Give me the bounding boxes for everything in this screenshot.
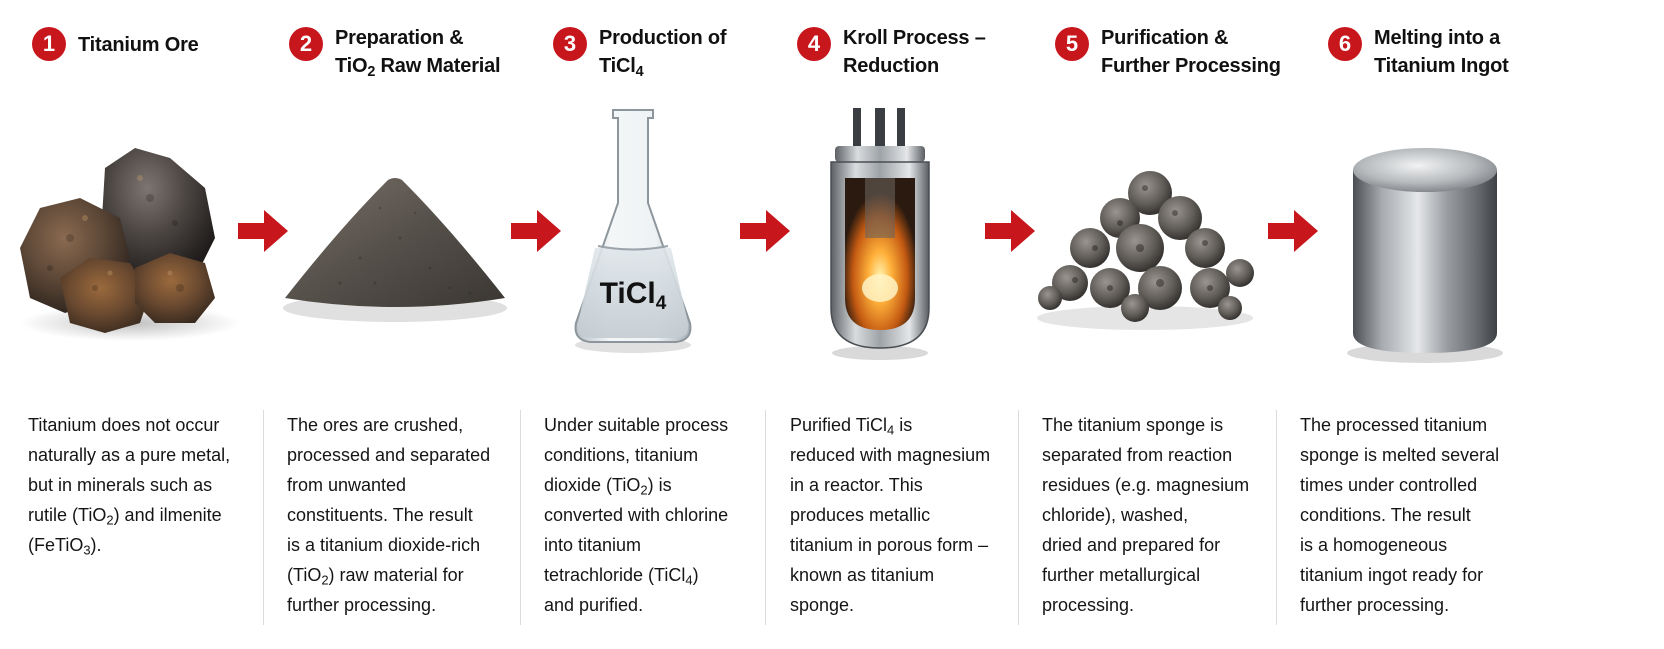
description-line: The titanium sponge is — [1042, 415, 1224, 435]
description-line: further processing. — [287, 595, 437, 615]
description-line: sponge. — [790, 595, 855, 615]
description-line: Titanium does not occur — [28, 415, 220, 435]
flask-label: TiCl4 — [600, 277, 667, 314]
description-line: (FeTiO3). — [28, 535, 102, 558]
step-title-line1: Preparation & — [335, 27, 464, 49]
step-title: Purification & Further Processing — [1101, 24, 1281, 80]
description-line: from unwanted — [287, 475, 407, 495]
step-3-description: Under suitable process conditions, titani… — [544, 410, 728, 620]
step-number-badge: 1 — [32, 27, 66, 61]
description-line: constituents. The result — [287, 505, 473, 525]
description-line: The ores are crushed, — [287, 415, 464, 435]
step-5-description: The titanium sponge is separated from rea… — [1042, 410, 1249, 620]
step-2-description: The ores are crushed, processed and separ… — [287, 410, 490, 620]
step-title-line1: Purification & — [1101, 27, 1229, 49]
description-line: further processing. — [1300, 595, 1450, 615]
step-number-badge: 4 — [797, 27, 831, 61]
description-line: dried and prepared for — [1042, 535, 1221, 555]
step-1-description: Titanium does not occur naturally as a pu… — [28, 410, 230, 560]
step-6-description: The processed titanium sponge is melted s… — [1300, 410, 1499, 620]
description-line: processed and separated — [287, 445, 491, 465]
step-6-header: 6 Melting into a Titanium Ingot — [1328, 24, 1509, 80]
description-line: rutile (TiO2) and ilmenite — [28, 505, 222, 528]
step-title: Kroll Process – Reduction — [843, 24, 986, 80]
step-2-header: 2 Preparation & TiO2 Raw Material — [289, 24, 501, 81]
step-title: Melting into a Titanium Ingot — [1374, 24, 1509, 80]
column-divider — [263, 410, 264, 625]
step-title-line2: Titanium Ingot — [1374, 55, 1509, 77]
description-line: in a reactor. This — [790, 475, 923, 495]
column-divider — [1018, 410, 1019, 625]
description-line: is a homogeneous — [1300, 535, 1448, 555]
description-line: Purified TiCl4 is — [790, 415, 913, 438]
description-line: known as titanium — [790, 565, 935, 585]
description-line: sponge is melted several — [1300, 445, 1500, 465]
arrow-right-icon — [740, 210, 790, 252]
description-line: The processed titanium — [1300, 415, 1488, 435]
description-line: reduced with magnesium — [790, 445, 991, 465]
step-number-badge: 6 — [1328, 27, 1362, 61]
arrow-right-icon — [238, 210, 288, 252]
step-number-badge: 2 — [289, 27, 323, 61]
powder-pile-illustration — [283, 178, 507, 322]
step-title-line2: Reduction — [843, 55, 939, 77]
description-line: is a titanium dioxide-rich — [287, 535, 481, 555]
arrow-right-icon — [1268, 210, 1318, 252]
step-title-line1: Titanium Ore — [78, 34, 199, 56]
step-title: Production of TiCl4 — [599, 24, 727, 81]
description-line: naturally as a pure metal, — [28, 445, 231, 465]
description-line: processing. — [1042, 595, 1135, 615]
flask-illustration: TiCl4 — [574, 109, 692, 353]
description-line: conditions. The result — [1300, 505, 1471, 525]
description-line: further metallurgical — [1042, 565, 1201, 585]
step-title: Titanium Ore — [78, 31, 199, 59]
description-line: residues (e.g. magnesium — [1042, 475, 1250, 495]
description-line: times under controlled — [1300, 475, 1478, 495]
description-line: titanium in porous form – — [790, 535, 989, 555]
description-line: and purified. — [544, 595, 644, 615]
description-line: separated from reaction — [1042, 445, 1233, 465]
step-number-badge: 3 — [553, 27, 587, 61]
description-line: produces metallic — [790, 505, 931, 525]
step-4-header: 4 Kroll Process – Reduction — [797, 24, 986, 80]
step-title-line1: Production of — [599, 27, 727, 49]
description-line: Under suitable process — [544, 415, 729, 435]
step-4-description: Purified TiCl4 is reduced with magnesium i… — [790, 410, 990, 620]
column-divider — [1276, 410, 1277, 625]
description-line: conditions, titanium — [544, 445, 699, 465]
step-3-header: 3 Production of TiCl4 — [553, 24, 727, 81]
description-line: (TiO2) raw material for — [287, 565, 464, 588]
step-title-line1: Melting into a — [1374, 27, 1501, 49]
step-title-line2: TiO2 Raw Material — [335, 55, 501, 81]
step-number-badge: 5 — [1055, 27, 1089, 61]
column-divider — [765, 410, 766, 625]
step-1-header: 1 Titanium Ore — [32, 24, 199, 61]
description-line: chloride), washed, — [1042, 505, 1189, 525]
description-line: converted with chlorine — [544, 505, 729, 525]
titanium-sponge-illustration — [1037, 171, 1254, 330]
ore-rocks-illustration — [20, 148, 240, 341]
description-line: but in minerals such as — [28, 475, 213, 495]
step-title-line1: Kroll Process – — [843, 27, 986, 49]
arrow-right-icon — [511, 210, 561, 252]
reactor-illustration — [830, 108, 930, 360]
step-title: Preparation & TiO2 Raw Material — [335, 24, 501, 81]
description-line: tetrachloride (TiCl4) — [544, 565, 699, 588]
description-line: into titanium — [544, 535, 642, 555]
description-line: dioxide (TiO2) is — [544, 475, 672, 498]
step-title-line2: Further Processing — [1101, 55, 1281, 77]
step-title-line2: TiCl4 — [599, 55, 644, 81]
step-5-header: 5 Purification & Further Processing — [1055, 24, 1281, 80]
arrow-right-icon — [985, 210, 1035, 252]
titanium-ingot-illustration — [1347, 148, 1503, 363]
column-divider — [520, 410, 521, 625]
description-line: titanium ingot ready for — [1300, 565, 1484, 585]
